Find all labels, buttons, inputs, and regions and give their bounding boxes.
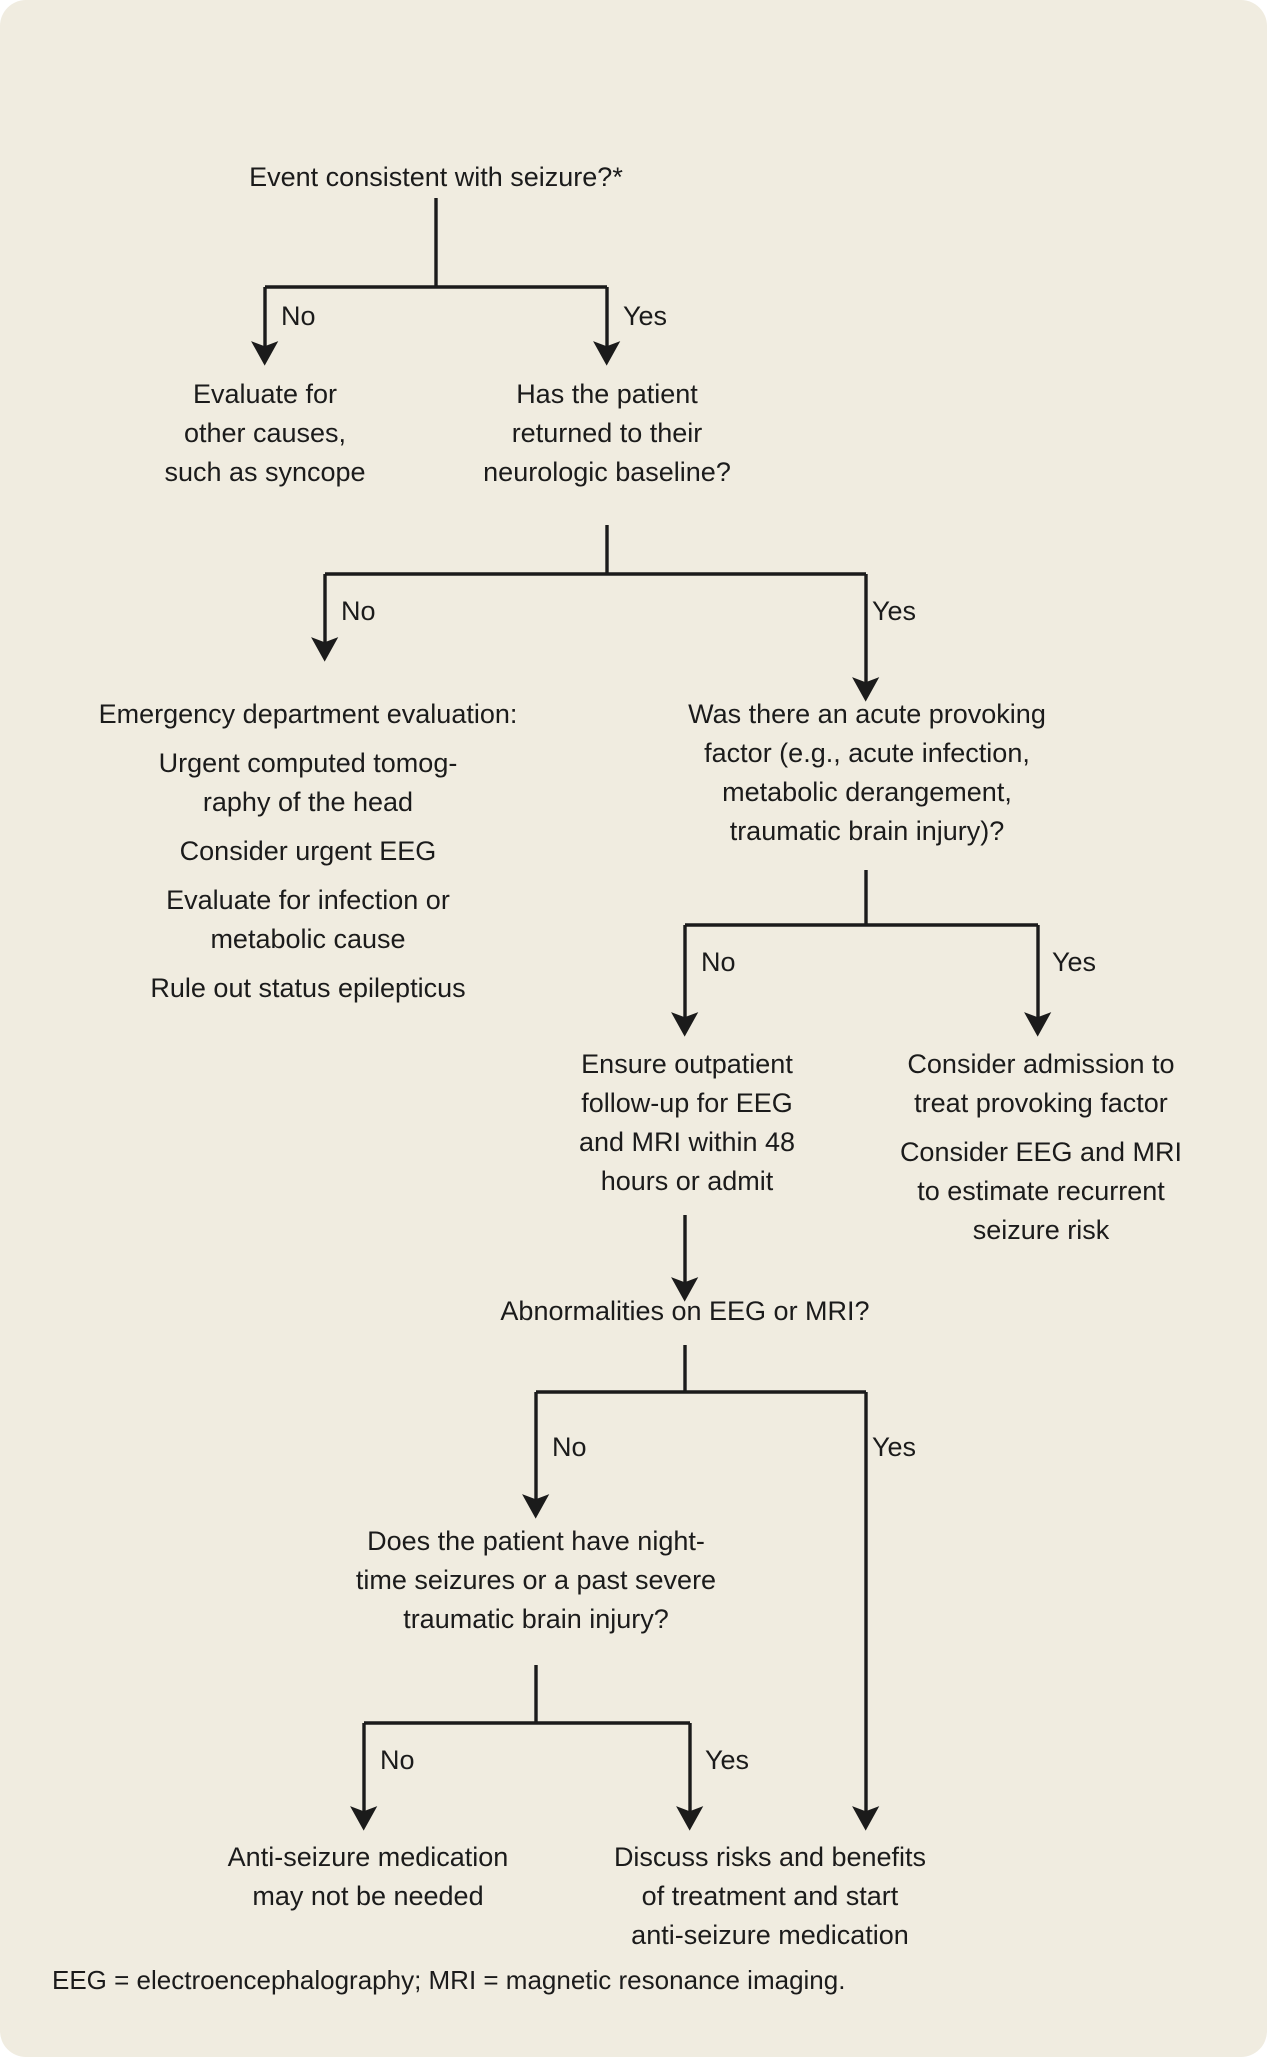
node-admission: Consider admission to treat provoking fa… xyxy=(855,1045,1227,1250)
edge-label-nighttime-no: No xyxy=(380,1745,415,1775)
edge-label-abnormalities-no: No xyxy=(552,1432,587,1462)
ed-eval-heading: Emergency department evaluation: xyxy=(98,699,518,729)
node-ed-evaluation: Emergency department evaluation: Urgent … xyxy=(50,695,566,1008)
edge-label-baseline-no: No xyxy=(341,596,376,626)
node-provoking-question: Was there an acute provoking factor (e.g… xyxy=(688,699,1046,846)
node-abnormalities-question: Abnormalities on EEG or MRI? xyxy=(500,1296,870,1326)
edge-label-provoking-no: No xyxy=(701,947,736,977)
edge-label-abnormalities-yes: Yes xyxy=(872,1432,917,1462)
node-outpatient-followup: Ensure outpatient follow-up for EEG and … xyxy=(578,1049,796,1196)
ed-eval-item-3: Rule out status epilepticus xyxy=(150,973,466,1003)
edge-label-root-yes: Yes xyxy=(623,301,668,331)
ed-eval-item-1: Consider urgent EEG xyxy=(179,836,437,866)
ed-eval-item-0: Urgent computed tomog- raphy of the head xyxy=(158,748,458,817)
edge-label-provoking-yes: Yes xyxy=(1052,947,1097,977)
node-root-question: Event consistent with seizure?* xyxy=(249,162,623,192)
admission-item-1: Consider EEG and MRI to estimate recurre… xyxy=(899,1137,1183,1245)
ed-eval-item-2: Evaluate for infection or metabolic caus… xyxy=(166,885,450,954)
admission-item-0: Consider admission to treat provoking fa… xyxy=(907,1049,1175,1118)
node-baseline-question: Has the patient returned to their neurol… xyxy=(483,379,731,487)
figure-footnote: EEG = electroencephalography; MRI = magn… xyxy=(52,1965,846,1995)
edge-label-root-no: No xyxy=(281,301,316,331)
node-other-causes: Evaluate for other causes, such as synco… xyxy=(164,379,366,487)
node-nighttime-question: Does the patient have night- time seizur… xyxy=(355,1526,717,1634)
node-no-medication: Anti-seizure medication may not be neede… xyxy=(227,1842,509,1911)
node-discuss-treatment: Discuss risks and benefits of treatment … xyxy=(613,1842,927,1950)
edge-label-baseline-yes: Yes xyxy=(872,596,917,626)
edge-label-nighttime-yes: Yes xyxy=(705,1745,750,1775)
